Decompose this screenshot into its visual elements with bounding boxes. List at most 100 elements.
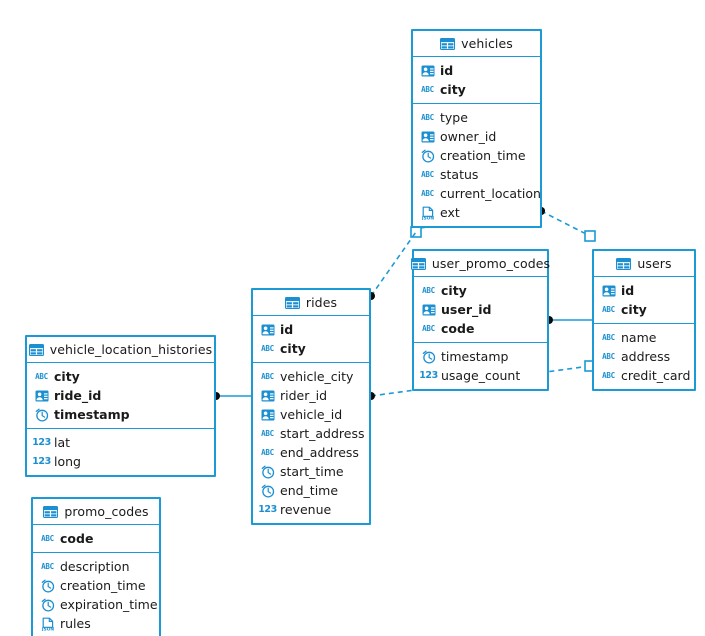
column-name: current_location <box>440 186 541 201</box>
column-name: revenue <box>280 502 332 517</box>
column-row[interactable]: user_id <box>414 300 547 319</box>
table-header-vehicle_location_histories[interactable]: vehicle_location_histories <box>27 337 214 363</box>
column-row[interactable]: timestamp <box>27 405 214 424</box>
column-row[interactable]: start_time <box>253 462 369 481</box>
column-name: vehicle_id <box>280 407 343 422</box>
relationship-rides-to-vehicles[interactable] <box>367 231 417 300</box>
relationship-vehicle_location_histories-to-rides[interactable] <box>212 392 251 400</box>
relationship-user_promo_codes-to-users[interactable] <box>545 316 592 324</box>
table-header-users[interactable]: users <box>594 251 694 277</box>
table-icon <box>284 295 300 310</box>
column-name: code <box>441 321 475 336</box>
column-row[interactable]: rider_id <box>253 386 369 405</box>
abc-text-icon: ABC <box>602 332 615 342</box>
table-title: vehicle_location_histories <box>49 342 213 357</box>
column-row[interactable]: ABC description <box>33 557 159 576</box>
column-name: long <box>54 454 81 469</box>
column-row[interactable]: id <box>413 61 540 80</box>
json-icon: JSON <box>420 205 435 220</box>
column-name: code <box>60 531 94 546</box>
table-header-user_promo_codes[interactable]: user_promo_codes <box>410 251 551 277</box>
abc-text-icon: ABC <box>421 84 434 94</box>
column-row[interactable]: vehicle_id <box>253 405 369 424</box>
column-row[interactable]: ABC code <box>414 319 547 338</box>
abc-text-icon: ABC <box>421 169 434 179</box>
column-row[interactable]: ABC current_location <box>413 184 541 203</box>
column-name: description <box>60 559 130 574</box>
abc-text-icon: ABC <box>602 351 615 361</box>
relationship-line <box>370 231 417 297</box>
table-header-vehicles[interactable]: vehicles <box>413 31 540 57</box>
column-name: start_address <box>280 426 365 441</box>
svg-text:JSON: JSON <box>421 215 434 220</box>
abc-text-icon: ABC <box>35 371 48 381</box>
column-name: timestamp <box>441 349 509 364</box>
column-name: user_id <box>441 302 492 317</box>
table-header-rides[interactable]: rides <box>253 290 369 316</box>
id-badge-icon <box>260 407 275 422</box>
abc-text-icon: ABC <box>41 561 54 571</box>
table-title: user_promo_codes <box>431 256 551 271</box>
column-row[interactable]: creation_time <box>33 576 159 595</box>
id-badge-icon <box>260 322 275 337</box>
abc-text-icon: ABC <box>602 304 615 314</box>
column-row[interactable]: id <box>594 281 694 300</box>
column-row[interactable]: end_time <box>253 481 369 500</box>
column-row[interactable]: ride_id <box>27 386 214 405</box>
clock-icon <box>260 483 275 498</box>
abc-text-icon: ABC <box>421 188 434 198</box>
column-name: creation_time <box>60 578 146 593</box>
abc-text-icon: ABC <box>261 447 274 457</box>
column-name: name <box>621 330 657 345</box>
relationship-vehicles-to-users[interactable] <box>537 207 596 242</box>
column-name: ride_id <box>54 388 102 403</box>
column-name: type <box>440 110 468 125</box>
column-row[interactable]: ABC name <box>594 328 694 347</box>
column-name: rules <box>60 616 91 631</box>
column-name: start_time <box>280 464 344 479</box>
column-row[interactable]: id <box>253 320 369 339</box>
abc-text-icon: ABC <box>422 323 435 333</box>
column-row[interactable]: timestamp <box>414 347 547 366</box>
column-row[interactable]: creation_time <box>413 146 540 165</box>
column-row[interactable]: owner_id <box>413 127 540 146</box>
id-badge-icon <box>34 388 49 403</box>
abc-text-icon: ABC <box>602 370 615 380</box>
clock-icon <box>40 578 55 593</box>
column-row[interactable]: expiration_time <box>33 595 159 614</box>
id-badge-icon <box>420 129 435 144</box>
table-icon <box>43 504 59 519</box>
table-header-promo_codes[interactable]: promo_codes <box>33 499 159 525</box>
